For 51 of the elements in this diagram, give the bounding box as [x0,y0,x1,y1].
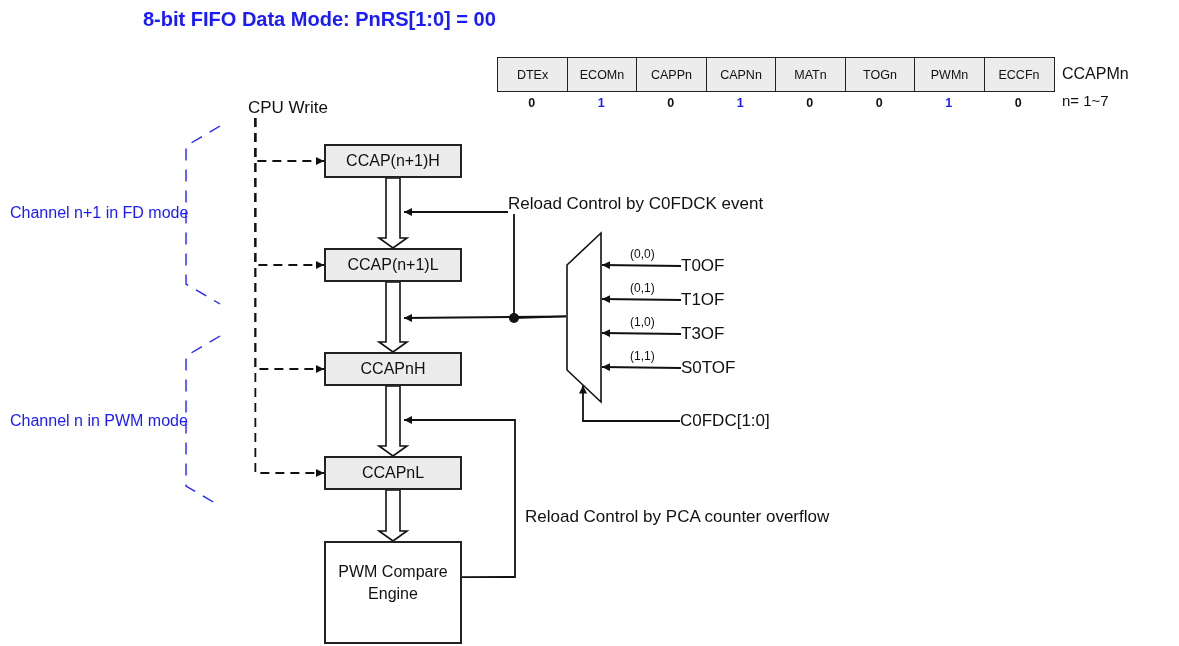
register-bit-cell: ECCFn [983,57,1055,92]
signal-label: T3OF [681,324,725,344]
edge-label: Reload Control by PCA counter overflow [525,507,830,527]
register-bit-cell: DTEx [497,57,568,92]
register-bit-cell: PWMn [914,57,985,92]
bracket-label: Channel n in PWM mode [10,411,188,431]
hollow-arrow [376,489,410,542]
register-block: CCAP(n+1)L [324,248,462,282]
signal-label: C0FDC[1:0] [680,411,770,431]
arrow [601,329,682,338]
bit-value: 1 [735,96,745,111]
edge-label: (1,0) [630,316,655,330]
bit-value: 0 [874,96,884,111]
signal-label: S0TOF [681,358,736,378]
dashed-arrow [254,117,325,477]
arrow [601,295,682,304]
register-block: CCAPnL [324,456,462,490]
register-block: CCAP(n+1)H [324,144,462,178]
hollow-arrow [376,177,410,249]
edge-label: Reload Control by C0FDCK event [508,194,764,214]
hollow-arrow [376,385,410,457]
arrow [601,363,682,372]
register-label: n= 1~7 [1062,92,1109,110]
bracket-label: Channel n+1 in FD mode [10,203,189,223]
bit-value: 1 [944,96,954,111]
register-bit-cell: ECOMn [566,57,638,92]
multiplexer-symbol [566,232,602,403]
register-block: CCAPnH [324,352,462,386]
bit-value: 1 [596,96,606,111]
arrow [403,313,567,322]
edge-label: (0,0) [630,248,655,262]
edge-label: (1,1) [630,350,655,364]
hollow-arrow [376,281,410,353]
register-bit-cell: CAPPn [636,57,707,92]
arrow [579,384,681,422]
edge-label: (0,1) [630,282,655,296]
register-bit-cell: TOGn [844,57,916,92]
signal-label: T0OF [681,256,725,276]
signal-label: CPU Write [248,98,328,118]
arrow [403,416,516,578]
register-bit-cell: MATn [775,57,846,92]
register-label: CCAPMn [1062,64,1129,84]
diagram-title: 8-bit FIFO Data Mode: PnRS[1:0] = 00 [143,8,496,31]
bit-value: 0 [527,96,537,111]
bit-value: 0 [805,96,815,111]
signal-label: T1OF [681,290,725,310]
arrow [601,261,682,270]
bit-value: 0 [1013,96,1023,111]
engine-block: PWM Compare Engine [324,541,462,644]
bit-value: 0 [666,96,676,111]
register-bit-cell: CAPNn [705,57,777,92]
